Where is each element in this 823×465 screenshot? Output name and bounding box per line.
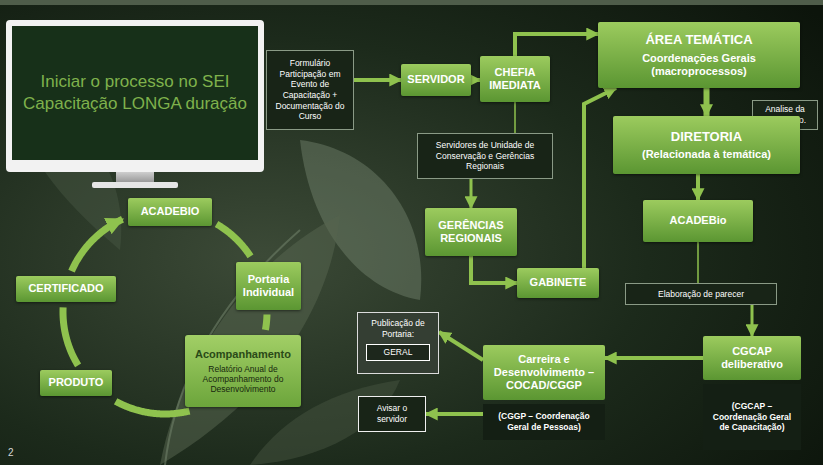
flow-arrow (704, 88, 710, 116)
stem (165, 230, 300, 465)
cycle-arrow (63, 307, 78, 365)
flow-arrow (471, 78, 480, 82)
process-box: GERÊNCIAS REGIONAIS (425, 208, 517, 256)
flow-arrow (605, 356, 703, 360)
flow-arrow (439, 332, 483, 360)
node-label: Portaria Individual (241, 273, 296, 299)
flow-arrow (426, 412, 483, 416)
node-label: CERTIFICADO (28, 282, 103, 295)
monitor-base (92, 182, 178, 188)
node-label: Servidores de Unidade de Conservação e G… (422, 140, 548, 172)
node-label: Iniciar o processo no SEI Capacitação LO… (22, 71, 248, 115)
node-label: ACADEBio (670, 214, 727, 227)
cycle-arrow (265, 314, 267, 329)
note-box: Formulário Participação em Evento de Cap… (266, 50, 354, 130)
note-box: Servidores de Unidade de Conservação e G… (417, 133, 553, 179)
node-detail: Coordenações Gerais (macroprocessos) (603, 52, 795, 78)
node-label: PRODUTO (49, 376, 104, 389)
flow-arrow (515, 34, 598, 56)
node-label: CHEFIA IMEDIATA (485, 66, 545, 92)
node-detail: (CGGP – Coordenação Geral de Pessoas) (483, 404, 605, 440)
node-label: GABINETE (530, 276, 587, 289)
flow-arrow (514, 102, 516, 133)
node-detail: (Relacionada à temática) (642, 148, 771, 161)
cycle-step: AcompanhamentoRelatório Anual de Acompan… (185, 335, 301, 407)
flow-arrow (751, 305, 754, 336)
node-label: Carreira e Desenvolvimento – COCAD/CGGP (483, 345, 605, 400)
node-label: GERAL (384, 347, 413, 358)
process-box: DIRETORIA (Relacionada à temática) (613, 116, 800, 174)
flow-arrow (470, 179, 473, 208)
node-label: ÁREA TEMÁTICA (645, 32, 752, 48)
cycle-step: PRODUTO (40, 370, 112, 396)
node-label: Avisar o servidor (363, 403, 421, 424)
flow-arrow (697, 242, 699, 283)
process-box: CGCAP deliberativo(CGCAP – Coordenação G… (703, 336, 801, 450)
flow-arrow (696, 174, 700, 200)
process-box: ÁREA TEMÁTICA Coordenações Gerais (macrop… (598, 22, 800, 88)
flow-arrow (471, 256, 517, 283)
node-label: Elaboração de parecer (658, 289, 744, 300)
node-label: GERÊNCIAS REGIONAIS (430, 219, 512, 245)
output-box: Avisar o servidor (358, 396, 426, 432)
monitor-screen: Iniciar o processo no SEI Capacitação LO… (6, 20, 264, 172)
node-detail: (CGCAP – Coordenação Geral de Capacitaçã… (703, 384, 801, 450)
process-box: ACADEBio (643, 200, 753, 242)
cycle-step: ACADEBIO (128, 198, 212, 226)
node-label: Publicação de Portaria: (362, 318, 434, 339)
cycle-arrow (217, 224, 251, 256)
node-label: DIRETORIA (671, 129, 742, 145)
flow-arrow (354, 78, 401, 82)
process-box: CHEFIA IMEDIATA (480, 56, 550, 102)
flow-arrow (584, 88, 616, 268)
page-number: 2 (8, 447, 14, 458)
process-box: GABINETE (517, 268, 599, 298)
process-box: SERVIDOR (401, 64, 471, 96)
output-box: Publicação de Portaria: GERAL (357, 312, 439, 374)
node-label: SERVIDOR (407, 73, 464, 86)
cycle-step: Portaria Individual (236, 262, 301, 310)
node-label: Formulário Participação em Evento de Cap… (271, 58, 349, 122)
node-label: ACADEBIO (141, 205, 200, 218)
node-label: CGCAP deliberativo (703, 336, 801, 380)
process-box: Carreira e Desenvolvimento – COCAD/CGGP (… (483, 345, 605, 440)
top-strip (0, 0, 823, 5)
cycle-arrow (116, 401, 190, 414)
inner-box: GERAL (366, 344, 430, 361)
node-detail: Relatório Anual de Acompanhamento do Des… (190, 364, 296, 395)
cycle-step: CERTIFICADO (16, 276, 116, 302)
note-box: Elaboração de parecer (625, 283, 777, 305)
cycle-arrow (72, 219, 123, 271)
node-label: Acompanhamento (195, 348, 291, 361)
